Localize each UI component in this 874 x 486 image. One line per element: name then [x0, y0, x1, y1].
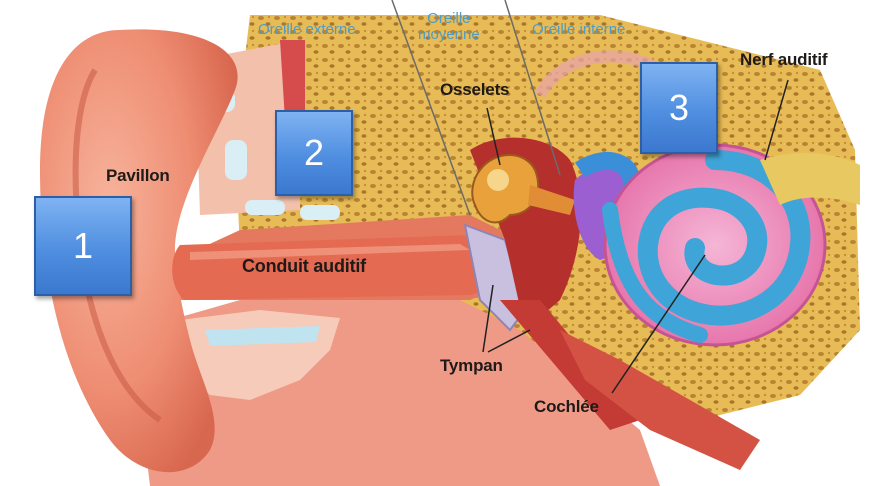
label-tympan: Tympan — [440, 356, 503, 376]
marker-1: 1 — [34, 196, 132, 296]
label-conduit-auditif: Conduit auditif — [242, 256, 366, 277]
label-nerf-auditif: Nerf auditif — [740, 50, 827, 70]
label-pavillon: Pavillon — [106, 166, 170, 186]
header-outer-ear: Oreille externe — [258, 22, 356, 38]
label-cochlee: Cochlée — [534, 397, 599, 417]
header-middle-ear-line2: moyenne — [418, 27, 480, 43]
header-middle-ear: Oreille moyenne — [418, 11, 480, 43]
label-osselets: Osselets — [440, 80, 509, 100]
header-middle-ear-line1: Oreille — [418, 11, 480, 27]
marker-2: 2 — [275, 110, 353, 196]
header-inner-ear: Oreille interne — [532, 22, 625, 38]
marker-3: 3 — [640, 62, 718, 154]
